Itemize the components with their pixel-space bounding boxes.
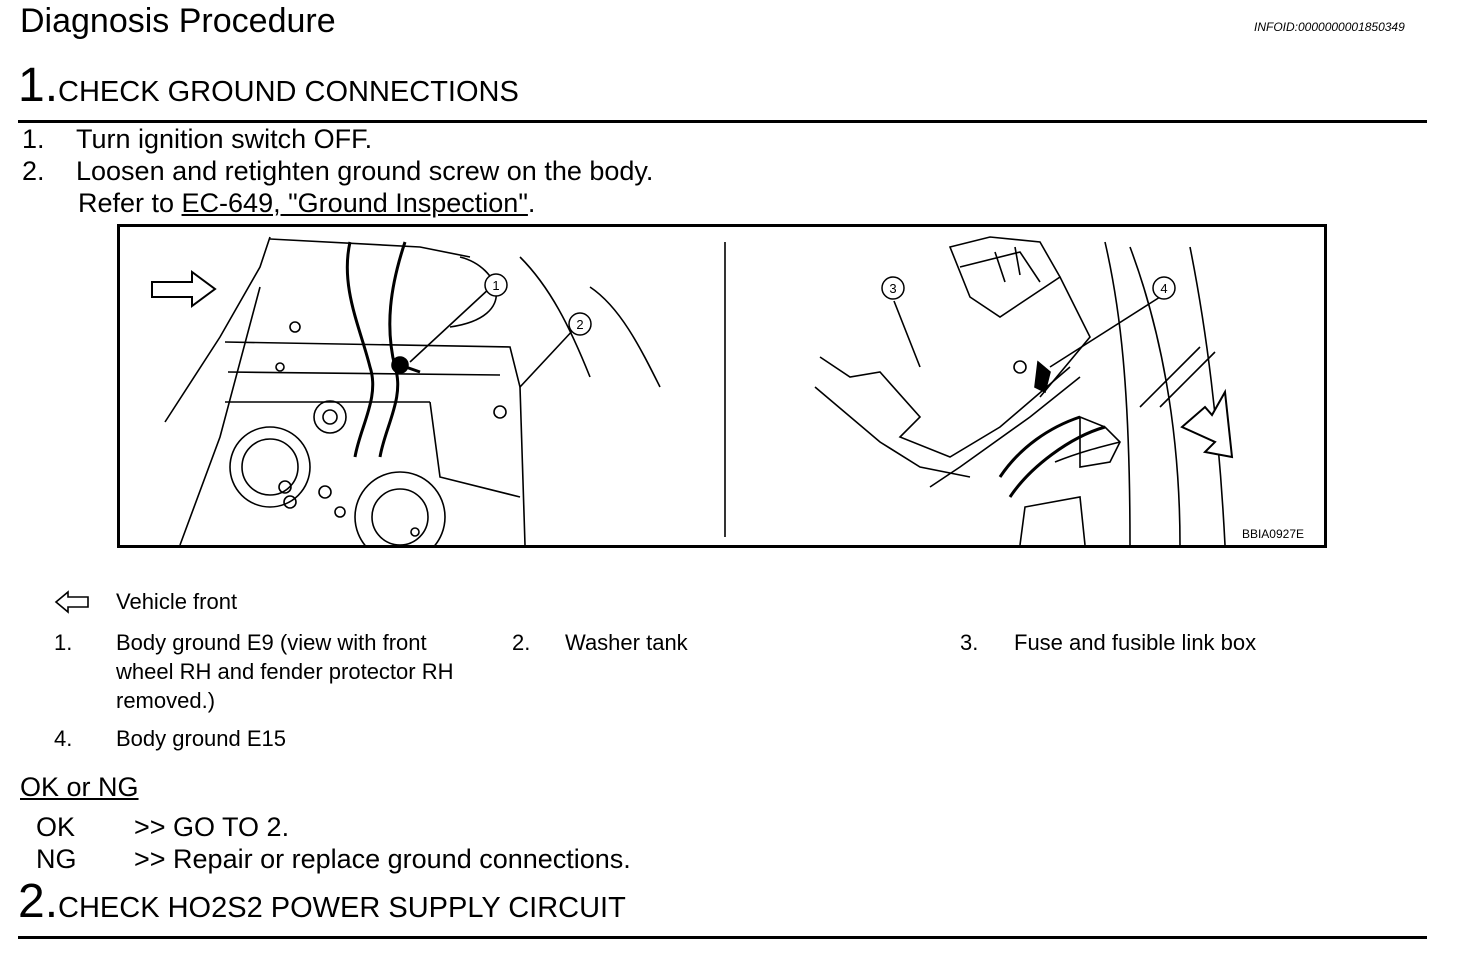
callout-4: 4 xyxy=(1152,276,1176,300)
callout-2: 2 xyxy=(568,312,592,336)
legend-item-1-text: Body ground E9 (view with front wheel RH… xyxy=(116,630,454,713)
callout-2-leader xyxy=(519,327,576,388)
result-ok-code: OK xyxy=(36,812,76,842)
legend-item-4-num: 4. xyxy=(54,726,73,751)
vehicle-front-arrow-icon-right xyxy=(1180,388,1234,459)
figure-code: BBIA0927E xyxy=(1241,527,1304,541)
legend-item-2-text: Washer tank xyxy=(565,630,688,655)
callout-1-leader xyxy=(409,286,492,363)
step2-number: 2. xyxy=(18,875,59,928)
callout-3: 3 xyxy=(881,276,905,300)
page-title: Diagnosis Procedure xyxy=(20,2,336,40)
callout-2-label: 2 xyxy=(576,317,583,332)
legend-arrow-label: Vehicle front xyxy=(116,589,238,614)
callout-3-leader xyxy=(893,300,921,368)
step2-heading: 2.CHECK HO2S2 POWER SUPPLY CIRCUIT xyxy=(18,878,626,926)
ok-ng-heading: OK or NG xyxy=(20,772,139,802)
right-panel-illustration xyxy=(814,236,1226,545)
legend-item-2-num: 2. xyxy=(512,630,531,655)
callout-3-label: 3 xyxy=(889,281,896,296)
step1-number: 1. xyxy=(18,59,59,112)
legend-item-4-text: Body ground E15 xyxy=(116,726,287,751)
callout-1: 1 xyxy=(484,273,508,297)
refer-line: Refer to EC-649, "Ground Inspection". xyxy=(78,188,535,219)
vehicle-front-arrow-icon xyxy=(54,590,92,619)
result-ng-action: >> Repair or replace ground connections. xyxy=(134,844,631,874)
step2-divider xyxy=(18,936,1427,939)
step1-heading: 1.CHECK GROUND CONNECTIONS xyxy=(18,62,519,110)
left-panel-illustration xyxy=(164,236,661,545)
result-ng-code: NG xyxy=(36,844,77,874)
info-id: INFOID:0000000001850349 xyxy=(1254,20,1405,34)
instruction-item-2-num: 2. xyxy=(22,156,45,186)
figure-drawing: 1 2 3 4 xyxy=(151,236,1234,545)
legend-item-3-num: 3. xyxy=(960,630,979,655)
legend-item-3-text: Fuse and fusible link box xyxy=(1014,630,1257,655)
callout-1-label: 1 xyxy=(492,278,499,293)
instruction-item-1-text: Turn ignition switch OFF. xyxy=(76,124,373,154)
refer-prefix: Refer to xyxy=(78,188,182,218)
ground-location-figure: 1 2 3 4 BBIA0927E xyxy=(117,224,1327,548)
instruction-item-2-text: Loosen and retighten ground screw on the… xyxy=(76,156,654,186)
step1-title: CHECK GROUND CONNECTIONS xyxy=(58,76,519,108)
refer-suffix: . xyxy=(527,188,536,218)
ground-inspection-link[interactable]: EC-649, "Ground Inspection" xyxy=(181,188,528,218)
step1-divider xyxy=(18,120,1427,123)
step2-title: CHECK HO2S2 POWER SUPPLY CIRCUIT xyxy=(58,892,626,924)
callout-4-leader xyxy=(1049,296,1161,368)
vehicle-front-arrow-icon-left xyxy=(151,270,217,308)
legend-item-1-num: 1. xyxy=(54,630,73,655)
instruction-item-1-num: 1. xyxy=(22,124,45,154)
result-ok-action: >> GO TO 2. xyxy=(134,812,290,842)
callout-4-label: 4 xyxy=(1160,281,1167,296)
